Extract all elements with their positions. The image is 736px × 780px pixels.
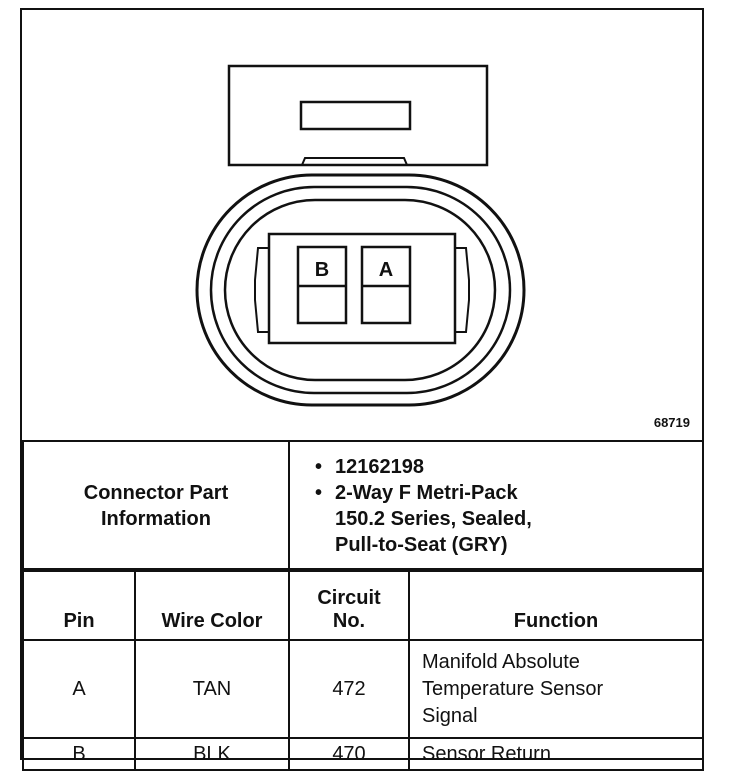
part-description-line3: Pull-to-Seat (GRY)	[335, 534, 508, 556]
part-description-line2: 150.2 Series, Sealed,	[335, 508, 532, 530]
header-circuit-line1: Circuit	[317, 587, 381, 609]
latch-tab	[301, 157, 408, 166]
table-row: B BLK 470 Sensor Return	[22, 737, 704, 771]
function-line: Temperature Sensor	[422, 677, 604, 700]
part-number: 12162198	[313, 454, 701, 480]
part-description: 2-Way F Metri-Pack 150.2 Series, Sealed,…	[313, 480, 701, 558]
pin-cell: A	[22, 639, 136, 739]
function-cell: Sensor Return	[408, 737, 704, 771]
pin-table-header: Pin Wire Color Circuit No. Function	[22, 568, 704, 641]
circuit-cell: 472	[288, 639, 410, 739]
connector-drawing: B A	[195, 64, 526, 407]
right-key	[455, 247, 470, 333]
connector-seal	[209, 185, 512, 395]
pin-label-b: B	[315, 259, 329, 281]
connector-part-info-table: Connector Part Information 12162198 2-Wa…	[22, 440, 704, 572]
pin-function-table: Pin Wire Color Circuit No. Function A TA…	[22, 568, 704, 771]
circuit-cell: 470	[288, 737, 410, 771]
pin-cell: B	[22, 737, 136, 771]
figure-number: 68719	[653, 415, 690, 430]
cavity-frame	[267, 232, 457, 345]
header-function: Function	[408, 568, 704, 641]
part-description-line1: 2-Way F Metri-Pack	[335, 482, 518, 504]
latch-slot	[299, 100, 412, 131]
function-line: Manifold Absolute	[422, 650, 580, 673]
header-wire-color: Wire Color	[134, 568, 290, 641]
pin-label-a: A	[379, 259, 393, 281]
left-key	[254, 247, 269, 333]
part-info-details: 12162198 2-Way F Metri-Pack 150.2 Series…	[288, 440, 704, 572]
function-line: Sensor Return	[422, 742, 551, 765]
function-line: Signal	[422, 704, 478, 727]
wire-color-cell: TAN	[134, 639, 290, 739]
header-circuit-line2: No.	[332, 610, 366, 632]
connector-diagram: B A 68719	[22, 10, 702, 438]
part-info-label: Connector Part Information	[22, 440, 290, 572]
table-row: A TAN 472 Manifold Absolute Temperature …	[22, 639, 704, 739]
header-circuit: Circuit No.	[288, 568, 410, 641]
part-info-label-line2: Information	[101, 508, 211, 530]
wire-color-cell: BLK	[134, 737, 290, 771]
connector-outer-shell	[195, 173, 526, 407]
function-cell: Manifold Absolute Temperature Sensor Sig…	[408, 639, 704, 739]
part-info-label-line1: Connector Part	[83, 482, 229, 504]
connector-inner-face	[223, 198, 497, 382]
latch-housing	[227, 64, 489, 167]
diagram-frame: B A 68719 Connector Part Information 121…	[20, 8, 704, 771]
header-pin: Pin	[22, 568, 136, 641]
